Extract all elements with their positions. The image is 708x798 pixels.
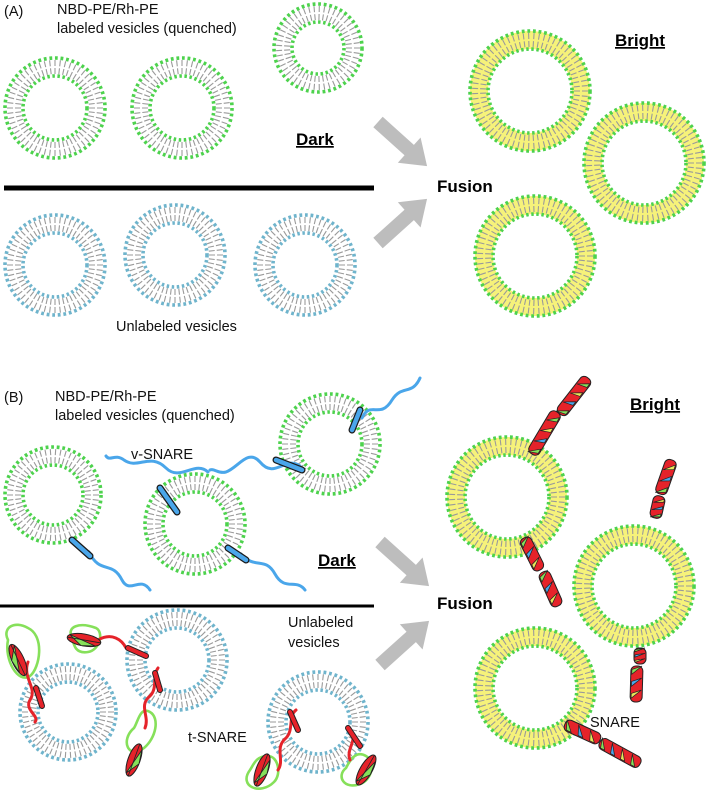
panel-a-letter: (A) (4, 4, 23, 20)
snare-complex-label: SNARE (590, 715, 640, 731)
labeled-vesicle (3, 445, 103, 545)
arrows (373, 116, 430, 671)
snare-complex (538, 569, 563, 608)
fused-bright-vesicle (473, 626, 597, 750)
labeled-vesicle (272, 2, 364, 94)
snare-complex (519, 535, 545, 572)
snare-complex (563, 719, 602, 745)
panel-a-labeled-line2: labeled vesicles (quenched) (57, 21, 237, 37)
snare-complex (527, 410, 561, 456)
panel-a-unlabeled-label: Unlabeled vesicles (116, 319, 237, 335)
v-snare-protein (104, 454, 210, 516)
fused-bright-vesicle (582, 101, 706, 225)
fused-bright-vesicle (445, 435, 569, 559)
arrow-a-bottom (373, 198, 428, 249)
panel-a-dark-label: Dark (296, 130, 334, 149)
panel-b-unlabeled-line2: vesicles (288, 635, 340, 651)
t-snare-protein (66, 624, 149, 659)
labeled-vesicle (130, 56, 234, 160)
labeled-vesicle (278, 392, 382, 496)
vesicles-layer (3, 2, 706, 774)
fused-bright-vesicle (473, 194, 597, 318)
t-snare-label: t-SNARE (188, 730, 247, 746)
snare-complex (555, 375, 592, 417)
panel-b-bright-label: Bright (630, 395, 680, 414)
snare-complex (629, 665, 644, 703)
panel-b-unlabeled-line1: Unlabeled (288, 615, 353, 631)
t-snare-protein (125, 666, 163, 777)
panel-b-fusion-label: Fusion (437, 594, 493, 613)
arrow-b-top (375, 536, 430, 587)
panel-a-labeled-line1: NBD-PE/Rh-PE (57, 2, 159, 18)
snare-proteins-layer (5, 375, 677, 790)
snare-complex (598, 737, 642, 768)
unlabeled-vesicle (125, 608, 229, 712)
snare-complex (649, 495, 666, 519)
unlabeled-vesicle (253, 213, 357, 317)
panel-a-fusion-label: Fusion (437, 177, 493, 196)
arrow-a-top (373, 116, 428, 167)
t-snare-protein (5, 623, 45, 724)
snare-complex (633, 647, 647, 665)
v-snare-protein (208, 455, 306, 474)
unlabeled-vesicle (18, 662, 118, 762)
panel-b-labeled-line2: labeled vesicles (quenched) (55, 408, 235, 424)
unlabeled-vesicle (123, 203, 227, 307)
background-layer (447, 31, 704, 748)
panel-a-bright-label: Bright (615, 31, 665, 50)
labeled-vesicle (3, 56, 107, 160)
v-snare-protein (224, 544, 307, 592)
fused-bright-vesicle (468, 29, 592, 153)
panel-b-labeled-line1: NBD-PE/Rh-PE (55, 389, 157, 405)
unlabeled-vesicle (3, 213, 107, 317)
panel-b-letter: (B) (4, 390, 23, 406)
v-snare-protein (68, 536, 152, 592)
snare-complex (655, 458, 677, 496)
arrow-b-bottom (375, 620, 430, 671)
fused-bright-vesicle (572, 524, 696, 648)
panel-b-dark-label: Dark (318, 551, 356, 570)
t-snare-protein (245, 708, 301, 790)
v-snare-label: v-SNARE (131, 447, 193, 463)
t-snare-protein (340, 725, 377, 787)
v-snare-protein (348, 376, 422, 434)
